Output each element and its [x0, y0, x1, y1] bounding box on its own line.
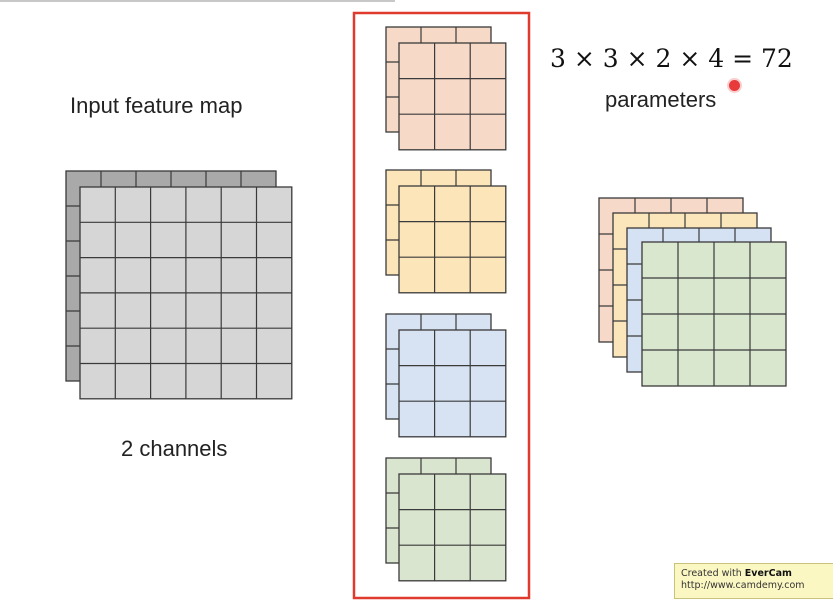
watermark-brand: EverCam — [744, 568, 792, 579]
parameters-label: parameters — [605, 87, 717, 112]
parameter-formula: 3 × 3 × 2 × 4 = 72 — [550, 44, 793, 73]
filter-4-front-grid — [398, 473, 507, 582]
filters-highlight-box — [352, 11, 531, 600]
filter-3-front-grid — [398, 329, 507, 438]
top-divider — [0, 0, 395, 2]
watermark-text: Created with — [681, 568, 745, 579]
watermark-url: http://www.camdemy.com — [681, 580, 805, 591]
output-map-4-grid — [641, 241, 787, 387]
input-feature-map-label: Input feature map — [70, 93, 243, 118]
input-channel-1-grid — [79, 186, 293, 400]
filter-2-front-grid — [398, 185, 507, 294]
channels-label: 2 channels — [121, 436, 228, 461]
filter-1-front-grid — [398, 42, 507, 151]
cursor-pointer-icon — [729, 80, 740, 91]
evercam-watermark: Created with EverCam http://www.camdemy.… — [674, 563, 833, 599]
